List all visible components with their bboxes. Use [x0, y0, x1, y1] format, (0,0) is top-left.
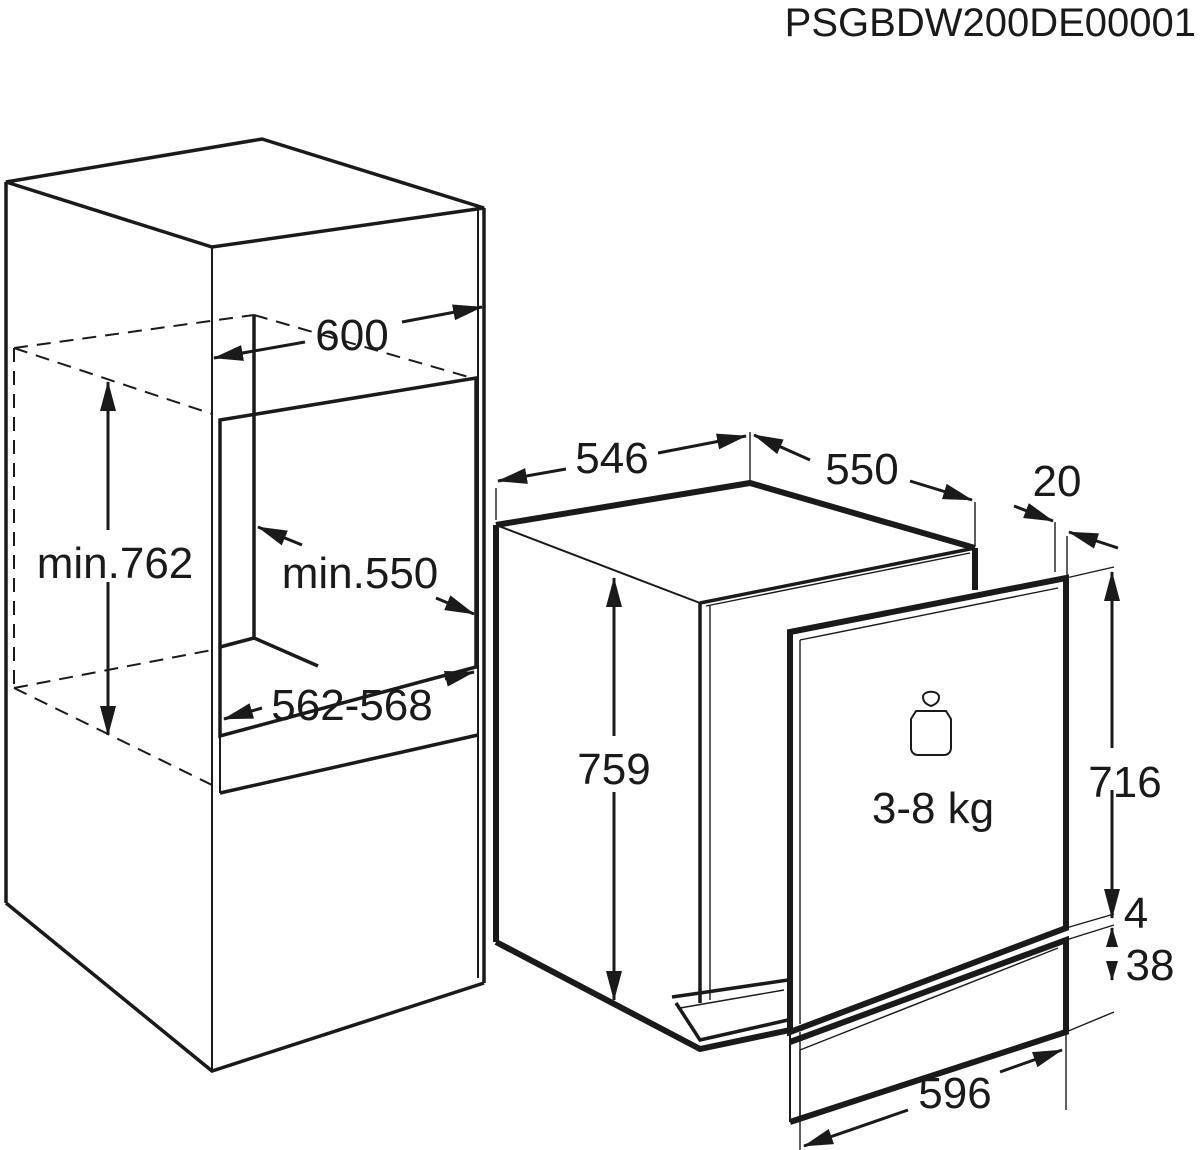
door-weight-label: 3-8 kg: [872, 784, 994, 833]
dim-door-width: 596: [918, 1069, 991, 1118]
dim-top-depth: 546: [575, 434, 648, 483]
dim-niche-depth: min.550: [282, 549, 439, 598]
dim-door-offset: 20: [1033, 457, 1082, 506]
cabinet-niche: 600 min.762 min.550 562-568: [4, 137, 486, 1073]
dim-gap: 4: [1124, 889, 1148, 938]
dim-niche-width: 562-568: [271, 681, 432, 730]
document-code: PSGBDW200DE00001: [785, 1, 1196, 45]
appliance-body: [493, 479, 1069, 1125]
dim-niche-height: min.762: [37, 539, 194, 588]
dim-door-panel-height: 716: [1088, 758, 1161, 807]
weight-icon: [910, 690, 952, 756]
appliance-dimensions: 546 550 20 759 716 4 38 596: [495, 432, 1175, 1150]
dim-cabinet-width: 600: [315, 311, 388, 360]
dim-appliance-height: 759: [577, 745, 650, 794]
dim-plinth-height: 38: [1126, 941, 1175, 990]
dim-side-depth: 550: [825, 445, 898, 494]
